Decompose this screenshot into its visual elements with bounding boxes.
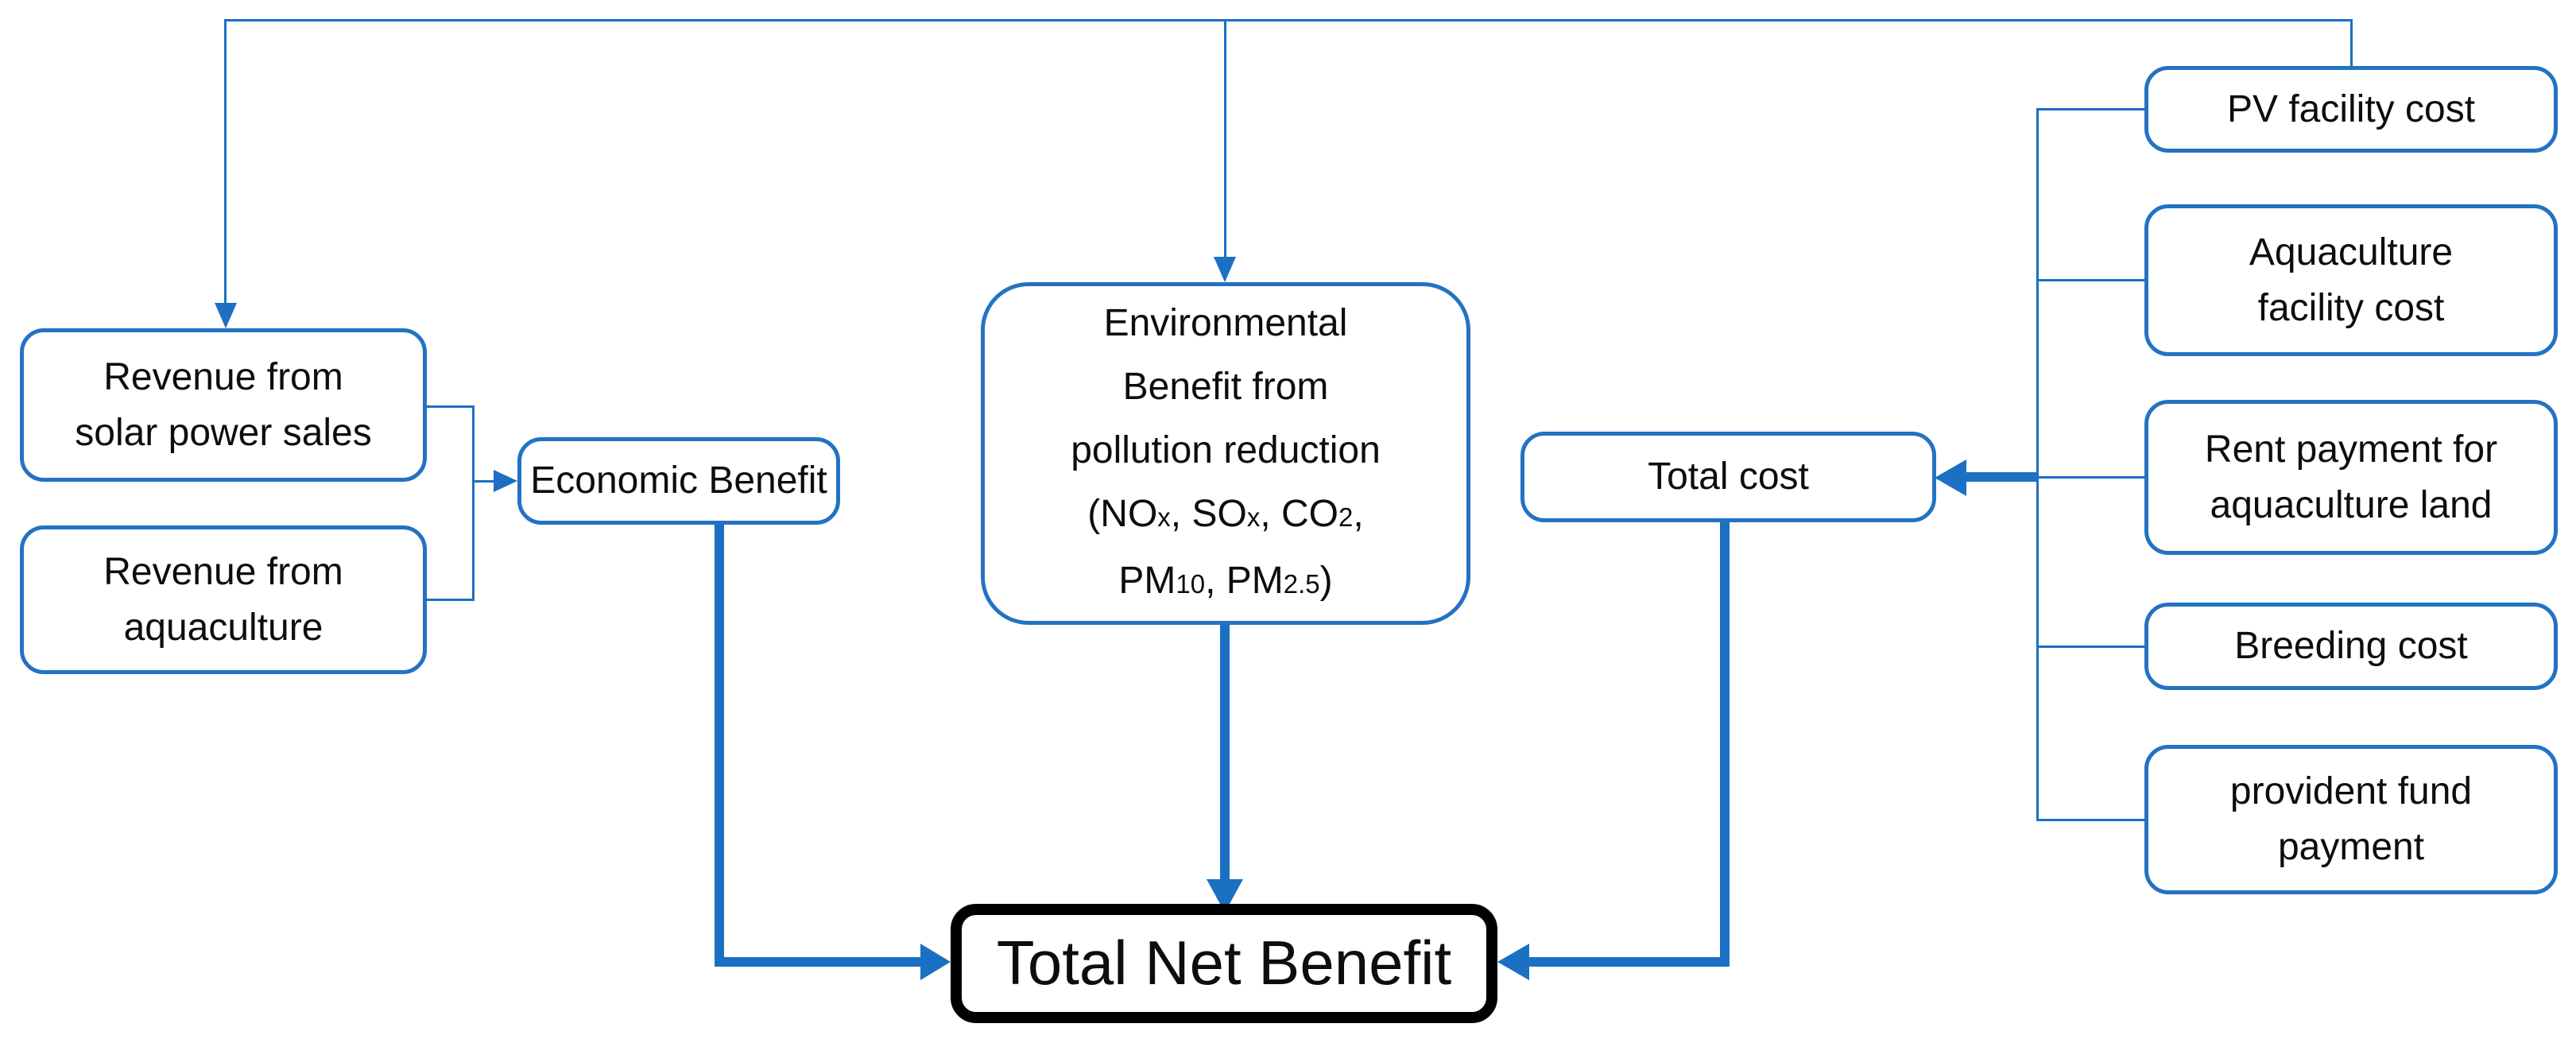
total-cost-to-tnb-across xyxy=(1526,957,1730,967)
node-label-line: Economic Benefit xyxy=(530,459,827,502)
node-label-line: solar power sales xyxy=(75,411,372,454)
node-label-line: facility cost xyxy=(2257,286,2445,329)
top-connector-drop-right xyxy=(2350,19,2353,68)
node-label-line: Environmental xyxy=(1103,301,1348,344)
bracket-arrow-line xyxy=(472,480,498,483)
node-label-line: PV facility cost xyxy=(2226,87,2476,130)
node-breeding-cost: Breeding cost xyxy=(2144,603,2558,690)
bracket-branch-aquaculture xyxy=(427,599,475,601)
node-pv-facility-cost: PV facility cost xyxy=(2144,66,2558,153)
node-label-line: Total cost xyxy=(1648,456,1809,498)
node-label-line: Revenue from xyxy=(103,355,343,398)
node-total-cost: Total cost xyxy=(1520,432,1936,522)
branch-pv-facility xyxy=(2036,108,2146,110)
node-label-line: Benefit from xyxy=(1122,365,1329,408)
arrowhead-right-icon xyxy=(494,470,517,492)
node-revenue-aquaculture: Revenue from aquaculture xyxy=(20,525,427,674)
node-label-line: Breeding cost xyxy=(2234,625,2468,667)
total-cost-to-tnb-down xyxy=(1720,521,1730,967)
node-label-line: provident fund xyxy=(2229,770,2473,812)
node-rent-payment: Rent payment for aquaculture land xyxy=(2144,400,2558,555)
node-label-line: aquaculture xyxy=(123,606,323,649)
branch-breeding-cost xyxy=(2036,645,2146,648)
node-label-line: Total Net Benefit xyxy=(996,928,1452,998)
top-connector-drop-middle xyxy=(1224,19,1226,258)
environmental-to-tnb-down xyxy=(1220,623,1230,881)
node-economic-benefit: Economic Benefit xyxy=(517,437,840,525)
branch-provident-fund xyxy=(2036,819,2146,821)
node-label-formula-line: PM10, PM2.5) xyxy=(1118,559,1333,602)
bracket-branch-solar xyxy=(427,405,475,408)
cost-trunk xyxy=(2036,108,2039,821)
economic-to-tnb-down xyxy=(715,523,724,967)
node-environmental-benefit: Environmental Benefit from pollution red… xyxy=(981,282,1470,625)
node-label-formula-line: (NOx, SOx, CO2, xyxy=(1087,492,1364,535)
node-label-line: payment xyxy=(2277,826,2425,868)
economic-to-tnb-across xyxy=(715,957,924,967)
bracket-vertical xyxy=(472,405,475,601)
node-label-line: Aquaculture xyxy=(2249,231,2454,273)
trunk-to-total-cost-line xyxy=(1965,472,2038,482)
node-provident-fund: provident fund payment xyxy=(2144,745,2558,894)
arrowhead-down-icon xyxy=(1214,257,1236,282)
node-label-line: Rent payment for xyxy=(2204,428,2498,471)
node-aquaculture-facility-cost: Aquaculture facility cost xyxy=(2144,204,2558,356)
top-connector-drop-left xyxy=(224,19,227,304)
branch-rent-payment xyxy=(2036,476,2146,479)
node-label-line: Revenue from xyxy=(103,550,343,593)
arrowhead-down-icon xyxy=(215,303,237,328)
node-label-line: pollution reduction xyxy=(1071,428,1381,471)
branch-aquaculture-facility xyxy=(2036,279,2146,281)
arrowhead-right-icon xyxy=(920,944,951,980)
node-revenue-solar: Revenue from solar power sales xyxy=(20,328,427,482)
arrowhead-left-icon xyxy=(1935,459,1966,496)
node-label-line: aquaculture land xyxy=(2210,483,2493,526)
top-connector-line xyxy=(225,19,2353,21)
node-total-net-benefit: Total Net Benefit xyxy=(951,904,1497,1023)
arrowhead-left-icon xyxy=(1497,944,1529,980)
